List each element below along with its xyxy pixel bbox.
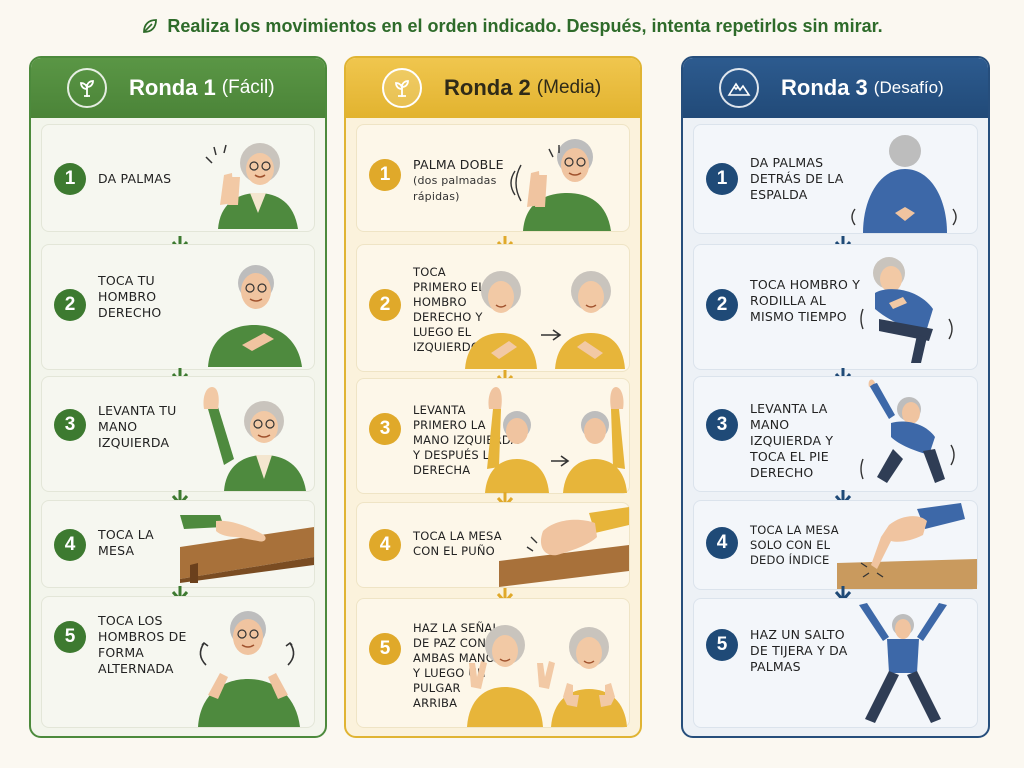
step-number: 2 (54, 289, 86, 321)
step-number: 5 (369, 633, 401, 665)
elderly-man-touching-shoulder-icon (208, 265, 302, 367)
woman-peace-thumbs-up-icon (467, 625, 627, 727)
woman-shoulder-sequence-icon (465, 271, 625, 369)
round-level: (Fácil) (221, 77, 275, 98)
step-card: 2 Toca primero el hombro derecho y luego… (356, 244, 630, 372)
sprout-icon (382, 68, 422, 108)
round-3-card: Ronda 3 (Desafío) 1 Da palmas detrás de … (681, 56, 990, 738)
step-text: Palma doble (dos palmadas rápidas) (413, 157, 513, 205)
step-number: 3 (706, 409, 738, 441)
step-number: 2 (706, 289, 738, 321)
sprout-icon (67, 68, 107, 108)
step-card: 1 Da palmas (41, 124, 315, 232)
instruction-banner: Realiza los movimientos en el orden indi… (0, 16, 1024, 40)
step-card: 5 Haz un salto de tijera y da palmas (693, 598, 978, 728)
step-number: 4 (706, 527, 738, 559)
leaf-icon (141, 17, 159, 40)
step-text: Toca la mesa con el puño (413, 529, 502, 558)
step-text: Haz un salto de tijera y da palmas (750, 627, 848, 674)
step-card: 5 Toca los hombros de forma alternada (41, 596, 315, 728)
round-2-card: Ronda 2 (Media) 1 Palma doble (dos palmad… (344, 56, 642, 738)
step-number: 5 (54, 621, 86, 653)
elderly-woman-clapping-icon (205, 143, 298, 229)
fist-on-table-icon (499, 507, 629, 587)
step-number: 1 (706, 163, 738, 195)
round-title: Ronda 2 (444, 75, 531, 100)
man-jumping-jack-icon (859, 603, 947, 723)
elderly-woman-raising-hand-icon (203, 387, 306, 491)
step-number: 4 (54, 529, 86, 561)
step-text: Toca primero el hombro derecho y luego e… (413, 265, 485, 354)
step-card: 3 Levanta primero la mano izquierda y de… (356, 378, 630, 494)
man-hand-raise-sequence-icon (485, 387, 627, 493)
instruction-text: Realiza los movimientos en el orden indi… (167, 16, 883, 36)
step-number: 3 (369, 413, 401, 445)
step-title: Palma doble (413, 157, 504, 172)
step-text: Da palmas (98, 171, 172, 186)
step-text: Toca la mesa (98, 527, 154, 558)
step-text: Levanta tu mano izquierda (98, 403, 177, 450)
step-card: 4 Toca la mesa (41, 500, 315, 588)
round-1-card: Ronda 1 (Fácil) 1 Da palmas 2 Toca tu ho… (29, 56, 327, 738)
round-level: (Media) (536, 77, 602, 98)
step-subtitle: (dos palmadas rápidas) (413, 174, 497, 203)
round-3-header: Ronda 3 (Desafío) (683, 58, 988, 118)
round-1-header: Ronda 1 (Fácil) (31, 58, 325, 118)
step-text: Toca hombro y rodilla al mismo tiempo (750, 277, 861, 324)
finger-on-table-icon (837, 503, 977, 589)
step-number: 3 (54, 409, 86, 441)
step-card: 1 Da palmas detrás de la espalda (693, 124, 978, 234)
step-card: 3 Levanta tu mano izquierda (41, 376, 315, 492)
step-card: 1 Palma doble (dos palmadas rápidas) (356, 124, 630, 232)
step-number: 5 (706, 629, 738, 661)
step-card: 4 Toca la mesa solo con el dedo índice (693, 500, 978, 590)
step-text: Toca la mesa solo con el dedo índice (750, 523, 839, 567)
woman-shoulder-knee-icon (860, 257, 953, 363)
step-text: Toca tu hombro derecho (98, 273, 162, 320)
step-number: 1 (369, 159, 401, 191)
round-level: (Desafío) (873, 78, 944, 97)
round-title: Ronda 1 (129, 75, 216, 100)
step-card: 4 Toca la mesa con el puño (356, 502, 630, 588)
step-number: 1 (54, 163, 86, 195)
man-hand-foot-cross-icon (860, 379, 955, 483)
mountain-icon (719, 68, 759, 108)
step-card: 2 Toca tu hombro derecho (41, 244, 315, 370)
step-text: Haz la señal de paz con ambas manos y lu… (413, 621, 503, 710)
step-text: Da palmas detrás de la espalda (750, 155, 844, 202)
step-card: 2 Toca hombro y rodilla al mismo tiempo (693, 244, 978, 370)
step-text: Toca los hombros de forma alternada (98, 613, 187, 676)
hand-on-table-icon (180, 515, 314, 583)
step-number: 4 (369, 529, 401, 561)
step-number: 2 (369, 289, 401, 321)
step-card: 3 Levanta la mano izquierda y toca el pi… (693, 376, 978, 492)
man-clapping-behind-back-icon (851, 135, 957, 233)
step-card: 5 Haz la señal de paz con ambas manos y … (356, 598, 630, 728)
elderly-man-double-clap-icon (510, 139, 611, 231)
round-title: Ronda 3 (781, 75, 868, 100)
elderly-man-alternating-shoulders-icon (198, 611, 300, 727)
step-text: Levanta la mano izquierda y toca el pie … (750, 401, 834, 480)
round-2-header: Ronda 2 (Media) (346, 58, 640, 118)
